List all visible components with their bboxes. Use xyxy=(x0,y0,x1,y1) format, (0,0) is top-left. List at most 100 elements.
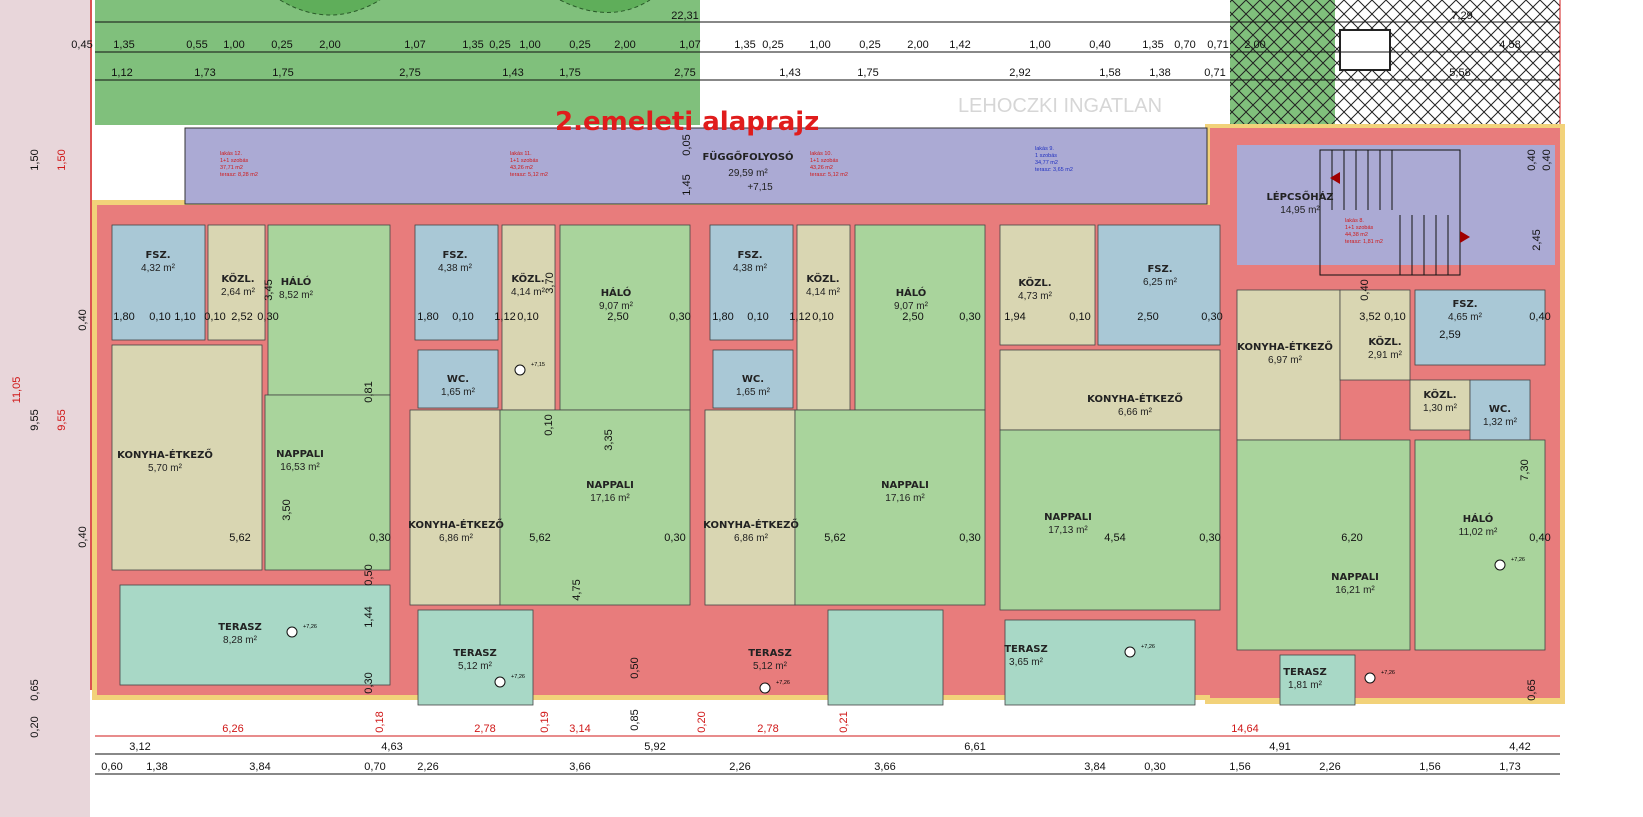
room-fill xyxy=(264,394,391,571)
stairwell xyxy=(1237,145,1555,265)
dimension-label: 2,50 xyxy=(1137,311,1158,323)
stair-outline xyxy=(1319,149,1461,276)
dimension-label: 0,25 xyxy=(762,39,783,51)
dimension-label: 2,26 xyxy=(729,761,750,773)
dimension-label: 1,80 xyxy=(417,311,438,323)
dimension-label: 0,70 xyxy=(364,761,385,773)
dimension-label: 1,80 xyxy=(113,311,134,323)
dimension-label: 0,55 xyxy=(186,39,207,51)
level-marker-icon xyxy=(286,626,298,638)
dimension-label: 2,00 xyxy=(907,39,928,51)
room-fill xyxy=(1097,224,1221,346)
dimension-label: 0,40 xyxy=(1089,39,1110,51)
room-area: 6,25 m² xyxy=(1143,277,1178,288)
unit-note: 34,77 m2 xyxy=(1035,160,1058,166)
unit-note: terasz: 8,28 m2 xyxy=(220,172,258,178)
corridor-name: FÜGGŐFOLYOSÓ xyxy=(702,149,793,163)
room-name: FSZ. xyxy=(1147,264,1172,275)
dimension-label: 1,80 xyxy=(712,311,733,323)
dimension-label: 22,31 xyxy=(671,10,699,22)
dimension-label: 1,50 xyxy=(56,149,68,170)
room-area: 9,07 m² xyxy=(599,301,634,312)
room-fill xyxy=(1339,289,1411,381)
room-name: TERASZ xyxy=(748,648,792,659)
dimension-label: 2,00 xyxy=(1244,39,1265,51)
dimension-label: 0,30 xyxy=(664,532,685,544)
dimension-label: 2,75 xyxy=(674,67,695,79)
dimension-label: 1,00 xyxy=(223,39,244,51)
room-name: NAPPALI xyxy=(881,480,929,491)
dimension-label: 5,62 xyxy=(824,532,845,544)
room-fill xyxy=(111,344,263,571)
dimension-label: 0,30 xyxy=(1144,761,1165,773)
dimension-label: 2,26 xyxy=(417,761,438,773)
room-area: 16,53 m² xyxy=(280,462,320,473)
room-area: 3,65 m² xyxy=(1009,657,1044,668)
room-fill xyxy=(111,224,206,341)
dimension-label: 0,10 xyxy=(543,414,555,435)
room-area: 6,86 m² xyxy=(734,533,769,544)
room-name: TERASZ xyxy=(1004,644,1048,655)
dimension-label: 1,38 xyxy=(1149,67,1170,79)
room-fill xyxy=(1414,439,1546,651)
dimension-label: 3,35 xyxy=(603,429,615,450)
unit-note: 43,26 m2 xyxy=(510,165,533,171)
level-value: +7,15 xyxy=(531,362,545,368)
room-area: 1,32 m² xyxy=(1483,417,1518,428)
dimension-label: 2,78 xyxy=(474,723,495,735)
room-fill xyxy=(704,409,796,606)
room-fill xyxy=(827,609,944,706)
room-area: 8,52 m² xyxy=(279,290,314,301)
unit-note: 43,26 m2 xyxy=(810,165,833,171)
level-value: +7,26 xyxy=(511,674,525,680)
dimension-label: 2,78 xyxy=(757,723,778,735)
room-fill xyxy=(207,224,266,341)
room-name: LÉPCSŐHÁZ xyxy=(1266,189,1333,203)
room-fill xyxy=(267,224,391,396)
unit-note: lakás 12. xyxy=(220,151,242,157)
dimension-label: 4,63 xyxy=(381,741,402,753)
room-area: 9,07 m² xyxy=(894,301,929,312)
unit-note: terasz: 1,81 m2 xyxy=(1345,239,1383,245)
dimension-label: 1,12 xyxy=(111,67,132,79)
dimension-label: 0,30 xyxy=(369,532,390,544)
open-area xyxy=(700,0,1230,125)
stairs xyxy=(1319,149,1470,276)
level-value: +7,26 xyxy=(303,624,317,630)
room-area: 4,32 m² xyxy=(141,263,176,274)
room-name: HÁLÓ xyxy=(601,286,632,299)
dimension-label: 14,64 xyxy=(1231,723,1259,735)
room-name: FSZ. xyxy=(1452,299,1477,310)
dimension-label: 0,25 xyxy=(569,39,590,51)
dimension-label: 0,30 xyxy=(669,311,690,323)
room-name: KONYHA-ÉTKEZŐ xyxy=(703,517,799,531)
room-name: TERASZ xyxy=(1283,667,1327,678)
dimension-label: 0,30 xyxy=(1199,532,1220,544)
level-marker-icon xyxy=(1364,672,1376,684)
dimension-label: 4,91 xyxy=(1269,741,1290,753)
dimension-label: 1,43 xyxy=(502,67,523,79)
dimension-label: 0,40 xyxy=(77,309,89,330)
room-area: 1,65 m² xyxy=(736,387,771,398)
dimension-label: 0,20 xyxy=(29,716,41,737)
room-area: 17,16 m² xyxy=(590,493,630,504)
room-name: NAPPALI xyxy=(586,480,634,491)
room-name: KONYHA-ÉTKEZŐ xyxy=(408,517,504,531)
room-fill xyxy=(499,409,691,606)
dimension-label: 2,45 xyxy=(1531,229,1543,250)
dimension-label: 0,25 xyxy=(859,39,880,51)
dimension-label: 6,61 xyxy=(964,741,985,753)
dimension-label: 1,44 xyxy=(363,606,375,627)
dimension-label: 11,05 xyxy=(11,377,23,404)
dimension-label: 2,00 xyxy=(319,39,340,51)
unit-note: terasz: 5,12 m2 xyxy=(510,172,548,178)
dimension-label: 0,19 xyxy=(539,711,551,732)
dimension-label: 5,62 xyxy=(229,532,250,544)
room-fill xyxy=(559,224,691,411)
level-value: +7,26 xyxy=(1141,644,1155,650)
dimension-label: 2,52 xyxy=(231,311,252,323)
dimension-label: 0,50 xyxy=(363,564,375,585)
dimension-label: 0,60 xyxy=(101,761,122,773)
dimension-label: 0,65 xyxy=(1526,679,1538,700)
